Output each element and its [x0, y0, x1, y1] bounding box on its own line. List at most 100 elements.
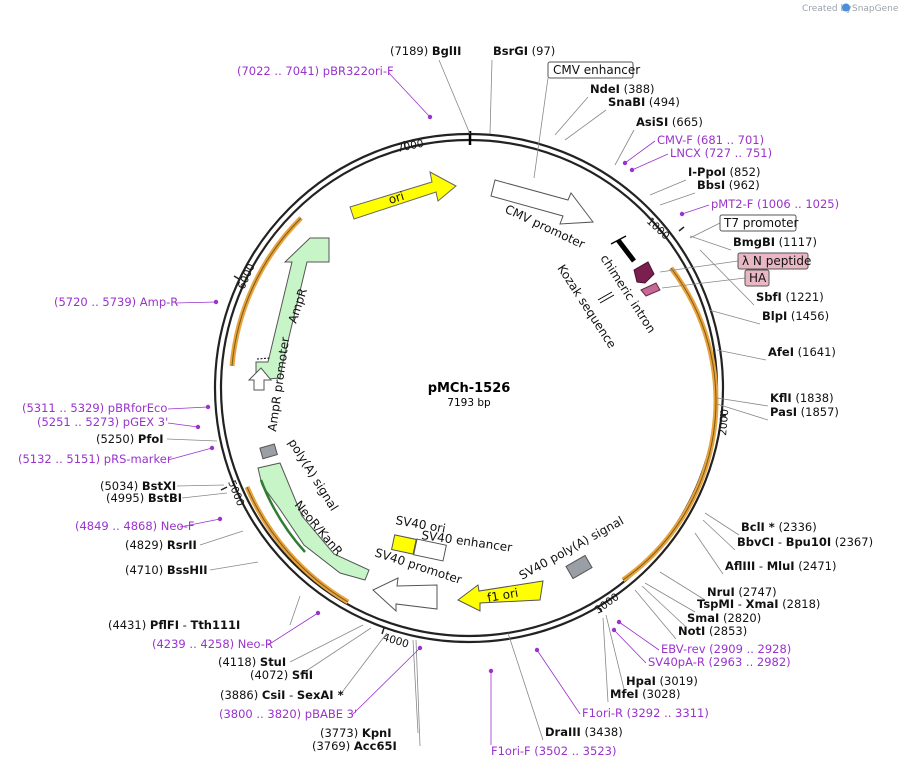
primer-site-mark: [488, 668, 494, 674]
label-ha: HA: [749, 271, 767, 285]
primer-site-mark: [417, 645, 423, 651]
primer-leader: [267, 612, 319, 646]
enzyme-label: (4995) BstBI: [106, 491, 182, 505]
enzyme-leader: [659, 571, 706, 601]
enzyme-leader: [694, 532, 724, 575]
enzyme-leader: [708, 309, 761, 325]
label-f1-ori: f1 ori: [486, 586, 519, 605]
enzyme-leader: [689, 235, 732, 251]
primer-site-mark: [622, 160, 628, 166]
features: [229, 171, 719, 613]
enzyme-leader: [699, 249, 755, 306]
leader-lines: [166, 59, 769, 747]
enzyme-label: BsrGI (97): [493, 44, 555, 58]
primer-site-mark: [213, 299, 219, 305]
enzyme-leader: [634, 589, 677, 640]
enzyme-label: NruI (2747): [707, 585, 777, 599]
primer-site-mark: [629, 167, 635, 173]
primer-label: (7022 .. 7041) pBR322ori-F: [237, 64, 394, 78]
primer-label: EBV-rev (2909 .. 2928): [661, 642, 791, 656]
tick-mark: [403, 140, 406, 148]
amp-band-line: [231, 217, 302, 367]
enzyme-label: KflI (1838): [770, 391, 834, 405]
enzyme-leader: [644, 582, 696, 613]
primer-leader: [174, 301, 217, 304]
enzyme-leader: [181, 492, 228, 499]
primer-label: (5720 .. 5739) Amp-R: [54, 295, 178, 309]
credit-brand: SnapGene: [852, 4, 899, 14]
ori-arrow: [349, 171, 457, 220]
intron-tick: [610, 235, 627, 245]
primer-leader: [613, 629, 647, 664]
primer-site-mark: [315, 610, 321, 616]
primer-leader: [179, 518, 221, 528]
ampr-promoter-arrow: [247, 367, 273, 391]
cmv-enhancer-box: [547, 61, 634, 79]
primer-label: F1ori-R (3292 .. 3311): [582, 706, 709, 720]
t7-promoter-box: [719, 214, 797, 232]
enzyme-leader: [614, 129, 635, 166]
enzyme-label: (3769) Acc65I: [312, 739, 397, 753]
primer-site-mark: [611, 627, 617, 633]
credit-text: Created by: [802, 4, 852, 14]
primer-label: LNCX (727 .. 751): [670, 146, 772, 160]
enzyme-label: (5034) BstXI: [100, 479, 176, 493]
primer-leader: [681, 204, 710, 215]
primer-leader: [631, 153, 669, 171]
enzyme-label: (3886) CsiI - SexAI *: [220, 688, 344, 702]
primer-labels: (7022 .. 7041) pBR322ori-F CMV-F (681 .. …: [18, 64, 839, 758]
enzyme-label: NdeI (388): [590, 82, 655, 96]
tick-mark: [233, 275, 240, 280]
enzyme-leader: [415, 639, 421, 747]
enzyme-leader: [704, 512, 740, 536]
primer-label: pMT2-F (1006 .. 1025): [711, 197, 839, 211]
enzyme-leader: [289, 624, 364, 663]
neor-kanr-arrow: [257, 462, 370, 581]
ampr-arrow: [255, 237, 330, 381]
plasmid-center: pMCh-1526 7193 bp: [428, 381, 511, 409]
primer-leader: [351, 647, 421, 716]
enzyme-leader: [554, 96, 589, 136]
tick-mark: [719, 414, 727, 417]
enzyme-leader: [649, 179, 687, 196]
primer-leader: [536, 649, 581, 715]
enzyme-leader: [716, 397, 769, 407]
enzyme-label: HpaI (3019): [626, 674, 698, 688]
cmv-promoter-arrow: [490, 179, 594, 225]
plasmid-length: 7193 bp: [447, 397, 491, 409]
primer-label: (4849 .. 4868) Neo-F: [75, 519, 194, 533]
label-lambda-n-peptide: λ N peptide: [742, 254, 811, 268]
tick-mark: [220, 486, 228, 491]
label-t7-promoter: T7 promoter: [723, 216, 799, 230]
primer-leader: [167, 406, 209, 410]
enzyme-label: AfeI (1641): [768, 345, 836, 359]
credit: Created by SnapGene: [802, 3, 899, 14]
lambda-n-peptide-shape: [633, 261, 655, 284]
primer-site-mark: [209, 445, 215, 451]
enzyme-label: BlpI (1456): [762, 309, 829, 323]
primer-site-mark: [534, 647, 540, 653]
primer-label: CMV-F (681 .. 701): [657, 133, 764, 147]
primer-label: (5132 .. 5151) pRS-marker: [18, 452, 172, 466]
primer-label: F1ori-F (3502 .. 3523): [491, 744, 616, 758]
tick-mark: [597, 606, 603, 613]
enzyme-label: (4431) PflFI - Tth111I: [108, 618, 240, 632]
primer-leader: [167, 447, 213, 461]
enzyme-label: DraIII (3438): [545, 725, 623, 739]
plasmid-name: pMCh-1526: [428, 381, 511, 396]
enzyme-label: BbvCI - Bpu10I (2367): [737, 535, 873, 549]
neo-band-line: [246, 486, 349, 603]
tick-mark: [381, 627, 385, 635]
primer-leader: [167, 422, 199, 428]
enzyme-leader: [209, 561, 259, 571]
enzyme-label: AsiSI (665): [636, 115, 703, 129]
lambda-n-peptide-box: [737, 252, 809, 270]
enzyme-leader: [339, 632, 388, 696]
enzyme-label: (7189) BglII: [390, 44, 461, 58]
polya-signal-box: [259, 443, 278, 460]
primer-label: (5311 .. 5329) pBRforEco: [22, 401, 167, 415]
enzyme-leader: [489, 59, 493, 135]
enzyme-leader: [564, 109, 607, 141]
enzyme-label: AflIII - MluI (2471): [725, 559, 837, 573]
